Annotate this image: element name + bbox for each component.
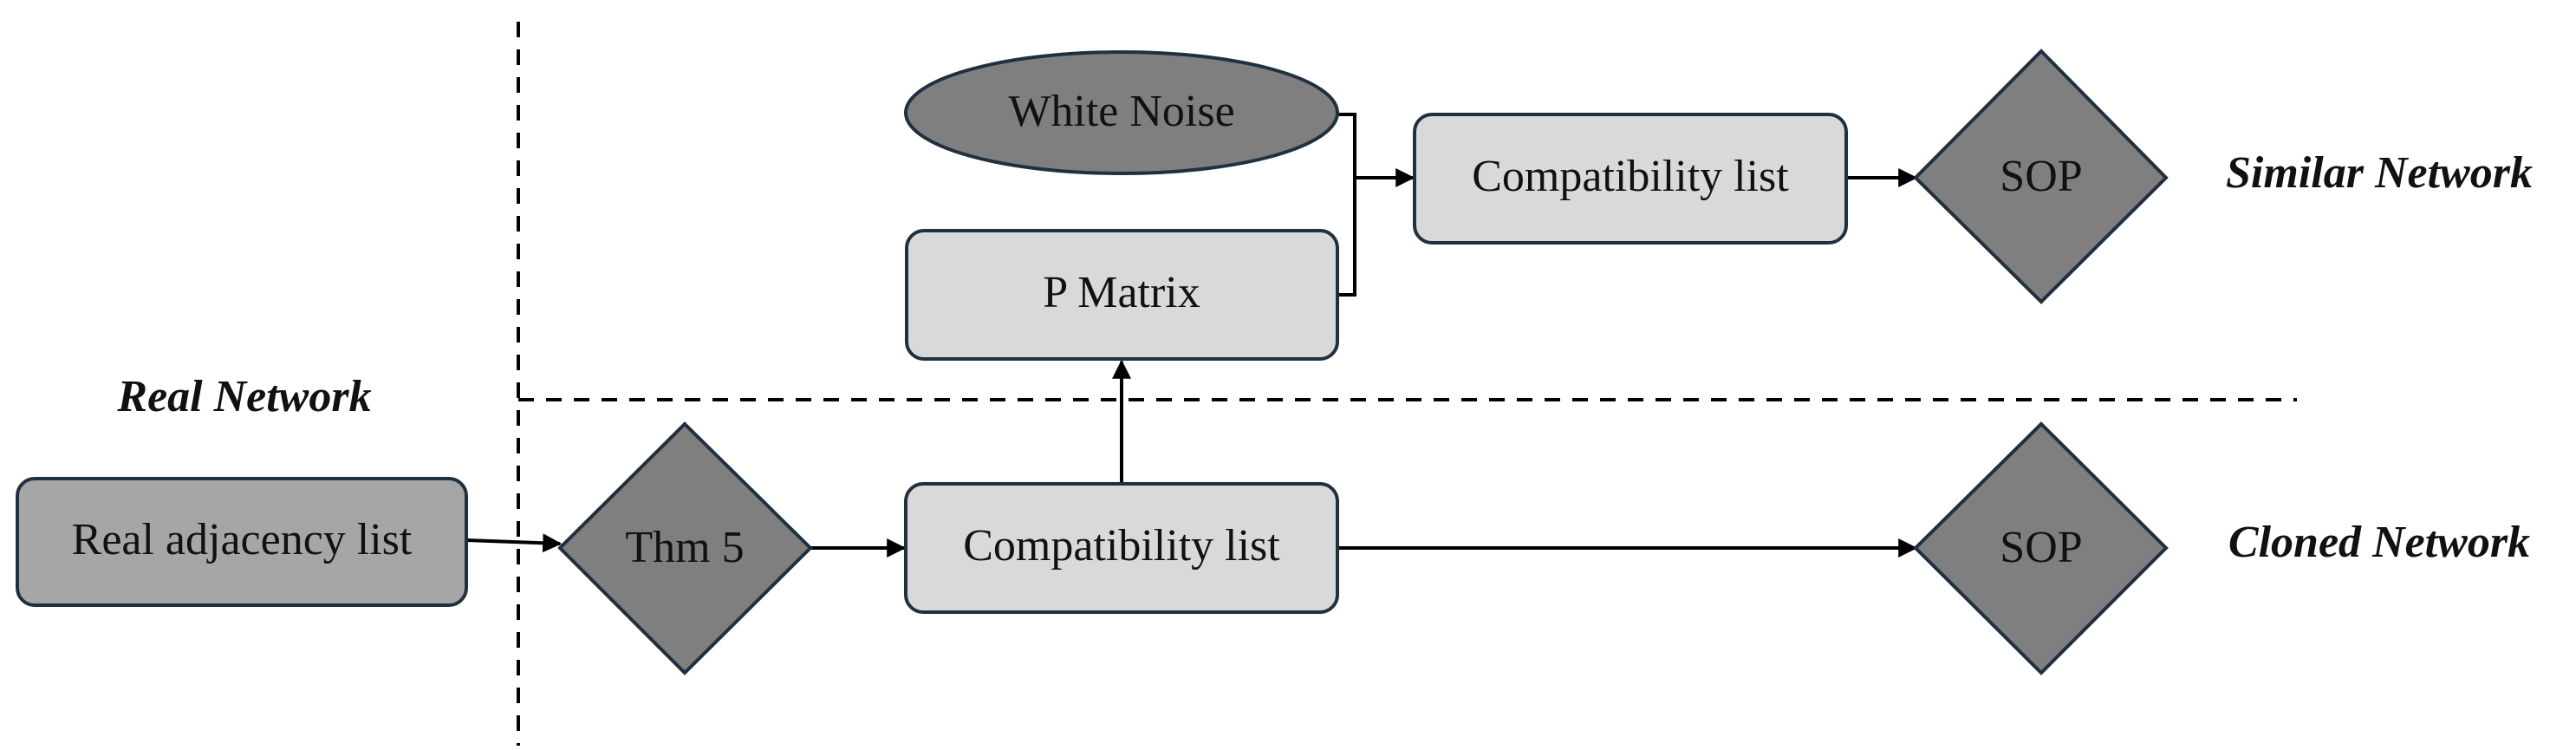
real-network-label: Real Network [116,372,371,421]
arrow-adjacency-to-thm5 [465,533,563,553]
real-adjacency-list-label: Real adjacency list [72,515,413,564]
sop-upper-label: SOP [2000,152,2082,201]
sop-upper-decision-node: SOP [1913,49,2169,304]
p-matrix-label: P Matrix [1043,268,1200,317]
sop-lower-label: SOP [2000,523,2082,572]
similar-network-label: Similar Network [2226,148,2533,198]
sop-lower-decision-node: SOP [1913,421,2169,675]
thm5-decision-node: Thm 5 [557,421,813,675]
cloned-network-label: Cloned Network [2228,518,2530,567]
thm5-label: Thm 5 [625,523,744,572]
compatibility-list-upper-node: Compatibility list [1413,113,1848,245]
compatibility-list-lower-node: Compatibility list [904,482,1339,614]
compatibility-list-lower-label: Compatibility list [963,521,1280,571]
real-adjacency-list-node: Real adjacency list [16,477,468,607]
compatibility-list-upper-label: Compatibility list [1472,152,1789,201]
bracket-merge-connector [1337,113,1356,297]
white-noise-label: White Noise [1008,87,1234,136]
white-noise-node: White Noise [904,50,1339,175]
p-matrix-node: P Matrix [905,229,1339,361]
